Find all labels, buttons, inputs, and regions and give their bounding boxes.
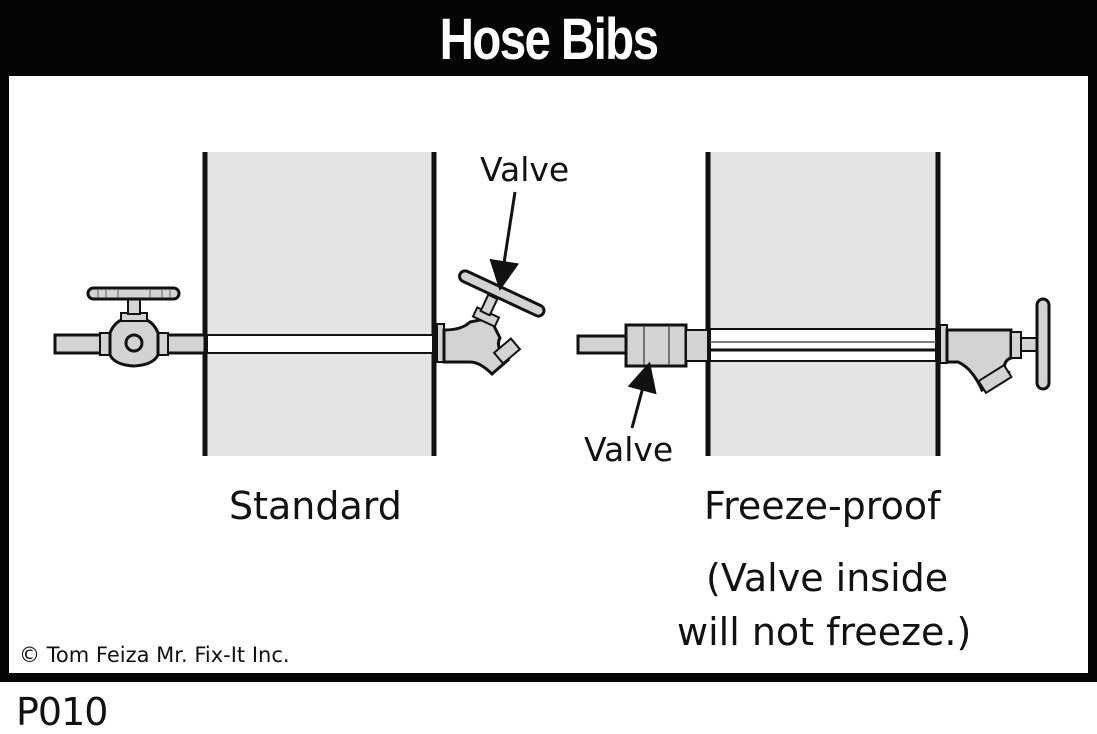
valve-callout-standard: Valve [480,150,570,189]
standard-hose-bib-icon [436,269,546,377]
callout-arrow-standard [489,191,520,291]
wall-standard [204,152,434,456]
freeze-proof-diagram [576,152,1051,456]
caption-freeze-proof: Freeze-proof [704,484,941,528]
freeze-proof-hose-bib-icon [939,297,1051,395]
shutoff-valve-icon [86,286,181,368]
copyright-notice: © Tom Feiza Mr. Fix-It Inc. [19,643,290,667]
freeze-proof-note-line2: will not freeze.) [677,610,972,654]
standard-diagram [53,152,546,456]
diagram-title: Hose Bibs [439,7,659,72]
wall-freeze-proof [708,152,938,456]
figure-code: P010 [16,690,108,734]
freeze-proof-note-line1: (Valve inside [706,556,949,600]
valve-callout-freeze-proof: Valve [584,430,674,469]
callout-arrow-freeze-proof [627,361,657,429]
stem-pipe-through-wall [709,328,937,362]
pipe-through-wall [206,334,434,354]
caption-standard: Standard [229,484,402,528]
interior-valve-icon [624,323,709,368]
supply-pipe [576,334,630,355]
